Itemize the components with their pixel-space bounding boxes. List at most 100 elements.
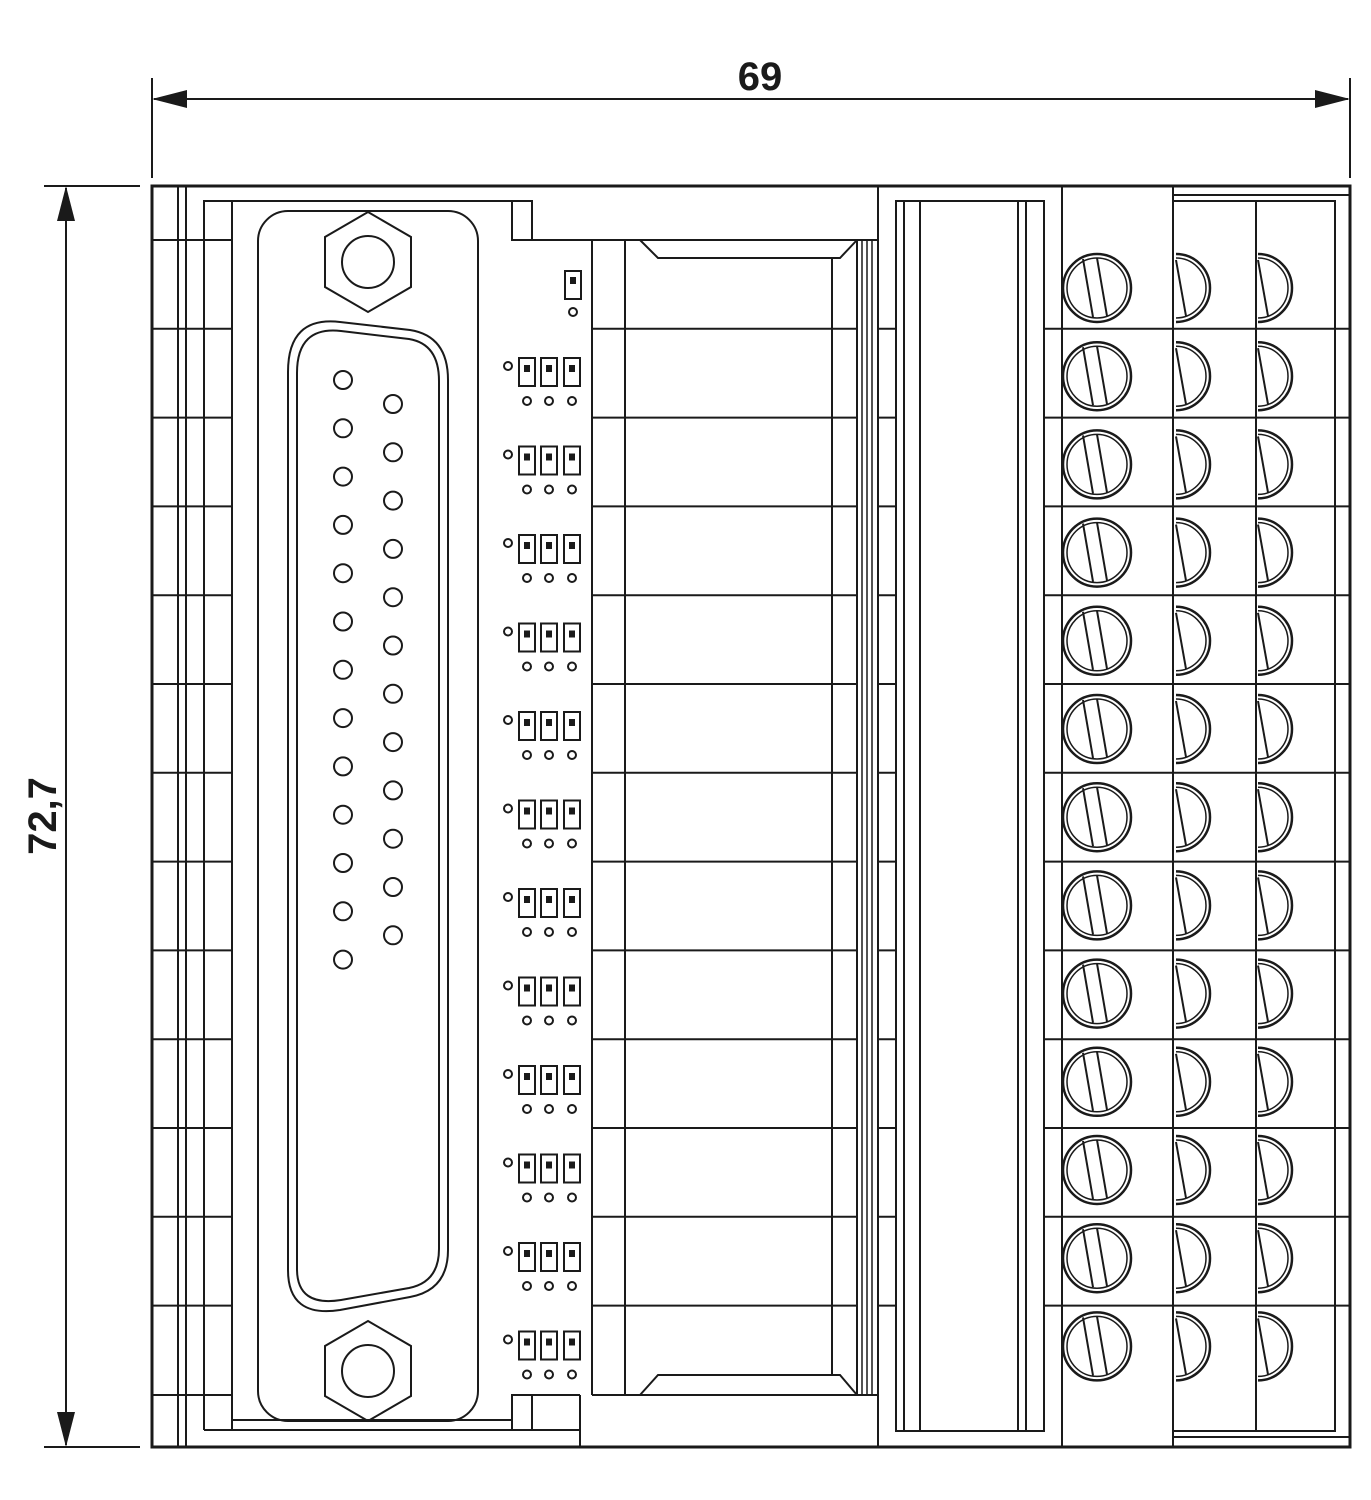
terminal-row <box>1061 252 1294 324</box>
hex-nut-top <box>324 210 412 314</box>
screw-rim <box>1066 962 1128 1025</box>
led-pad <box>544 1192 554 1203</box>
screw-slot <box>1082 788 1094 847</box>
screw-half-rim <box>1175 433 1207 496</box>
screw-rim <box>1066 874 1128 937</box>
hex-nut-bottom <box>324 1319 412 1423</box>
led-marker <box>524 719 530 726</box>
screw-half-rim <box>1175 1227 1207 1289</box>
led-dot <box>503 1334 513 1345</box>
screw-slot <box>1257 1318 1269 1375</box>
led-dot <box>503 803 513 814</box>
width-label: 69 <box>738 55 783 99</box>
screw-slot <box>1257 259 1269 317</box>
led-component <box>563 1242 581 1272</box>
led-dot <box>503 715 513 725</box>
led-pad <box>522 484 532 495</box>
screw-half <box>1175 958 1212 1029</box>
screw-half-rim <box>1257 1051 1289 1113</box>
screw-half <box>1175 693 1212 765</box>
screw-slot <box>1082 258 1094 318</box>
screw-slot <box>1257 965 1269 1022</box>
dsub-pin <box>383 442 403 463</box>
dsub-pin <box>383 635 403 656</box>
led-component <box>518 1242 536 1272</box>
screw-half <box>1175 1222 1212 1294</box>
screw-slot <box>1096 698 1108 758</box>
led-marker <box>569 807 575 815</box>
screw-half <box>1175 1311 1212 1382</box>
led-marker <box>569 719 575 726</box>
screw-half <box>1257 1046 1294 1118</box>
led-marker <box>546 1073 552 1080</box>
screw-rim <box>1066 786 1128 848</box>
led-pad <box>522 661 532 672</box>
screw-half-rim <box>1257 786 1289 848</box>
screw-slot <box>1257 1053 1269 1110</box>
led-pad <box>544 927 554 937</box>
screw-half-rim <box>1257 1139 1289 1201</box>
screw-slot <box>1082 1140 1094 1200</box>
screw-half <box>1175 517 1212 588</box>
led-component <box>540 799 558 830</box>
dsub-pin <box>383 587 403 608</box>
screw-rim <box>1066 257 1128 319</box>
screw-slot <box>1175 789 1187 846</box>
screw-half <box>1257 1222 1294 1294</box>
screw-half-rim <box>1175 521 1207 584</box>
led-pad <box>567 484 577 495</box>
led-marker <box>546 984 552 992</box>
led-array <box>503 357 581 1380</box>
led-group <box>503 1065 581 1114</box>
led-component <box>563 622 581 653</box>
screw-slot <box>1082 435 1094 494</box>
led-component <box>540 1330 558 1361</box>
led-component <box>540 711 558 741</box>
screw-slot <box>1082 611 1094 670</box>
led-marker <box>569 984 575 992</box>
led-pad <box>567 1015 577 1026</box>
led-component <box>563 1330 581 1361</box>
screw-slot <box>1082 964 1094 1023</box>
led-marker <box>524 1073 530 1080</box>
led-marker <box>569 630 575 638</box>
screw-slot <box>1175 436 1187 493</box>
dsub-pin <box>383 925 403 946</box>
led-marker <box>569 1250 575 1257</box>
dsub-pin <box>333 563 353 584</box>
led-marker <box>546 1338 552 1346</box>
screw-rim <box>1066 1227 1128 1289</box>
led-component <box>518 1330 536 1361</box>
led-pad <box>522 1192 532 1203</box>
screw-half-rim <box>1257 1315 1289 1378</box>
connector-housing <box>203 200 533 1430</box>
screw-half <box>1175 252 1212 324</box>
led-pad <box>522 927 532 937</box>
dsub-pin <box>333 659 353 680</box>
led-group <box>503 357 581 406</box>
screw-head <box>1061 693 1133 765</box>
terminal-block-outline <box>1173 200 1336 1432</box>
dsub-pin <box>383 683 403 704</box>
screw-slot <box>1096 1228 1108 1287</box>
led-marker <box>524 807 530 815</box>
width-dimension: 69 <box>151 55 1351 178</box>
led-marker <box>569 1161 575 1169</box>
screw-slot <box>1257 348 1269 405</box>
led-pad <box>544 1281 554 1291</box>
led-marker <box>546 453 552 461</box>
dsub-pins <box>333 370 403 970</box>
led-marker <box>569 896 575 903</box>
screw-slot <box>1096 610 1108 669</box>
terminal-row <box>1061 958 1294 1029</box>
led-component <box>563 1153 581 1184</box>
led-dot <box>503 361 513 371</box>
led-marker <box>524 1250 530 1257</box>
led-component <box>540 1065 558 1095</box>
led-pad <box>544 750 554 760</box>
led-marker <box>524 1161 530 1169</box>
power-led <box>564 270 582 317</box>
screw-half-rim <box>1175 257 1207 319</box>
led-group <box>503 1153 581 1203</box>
